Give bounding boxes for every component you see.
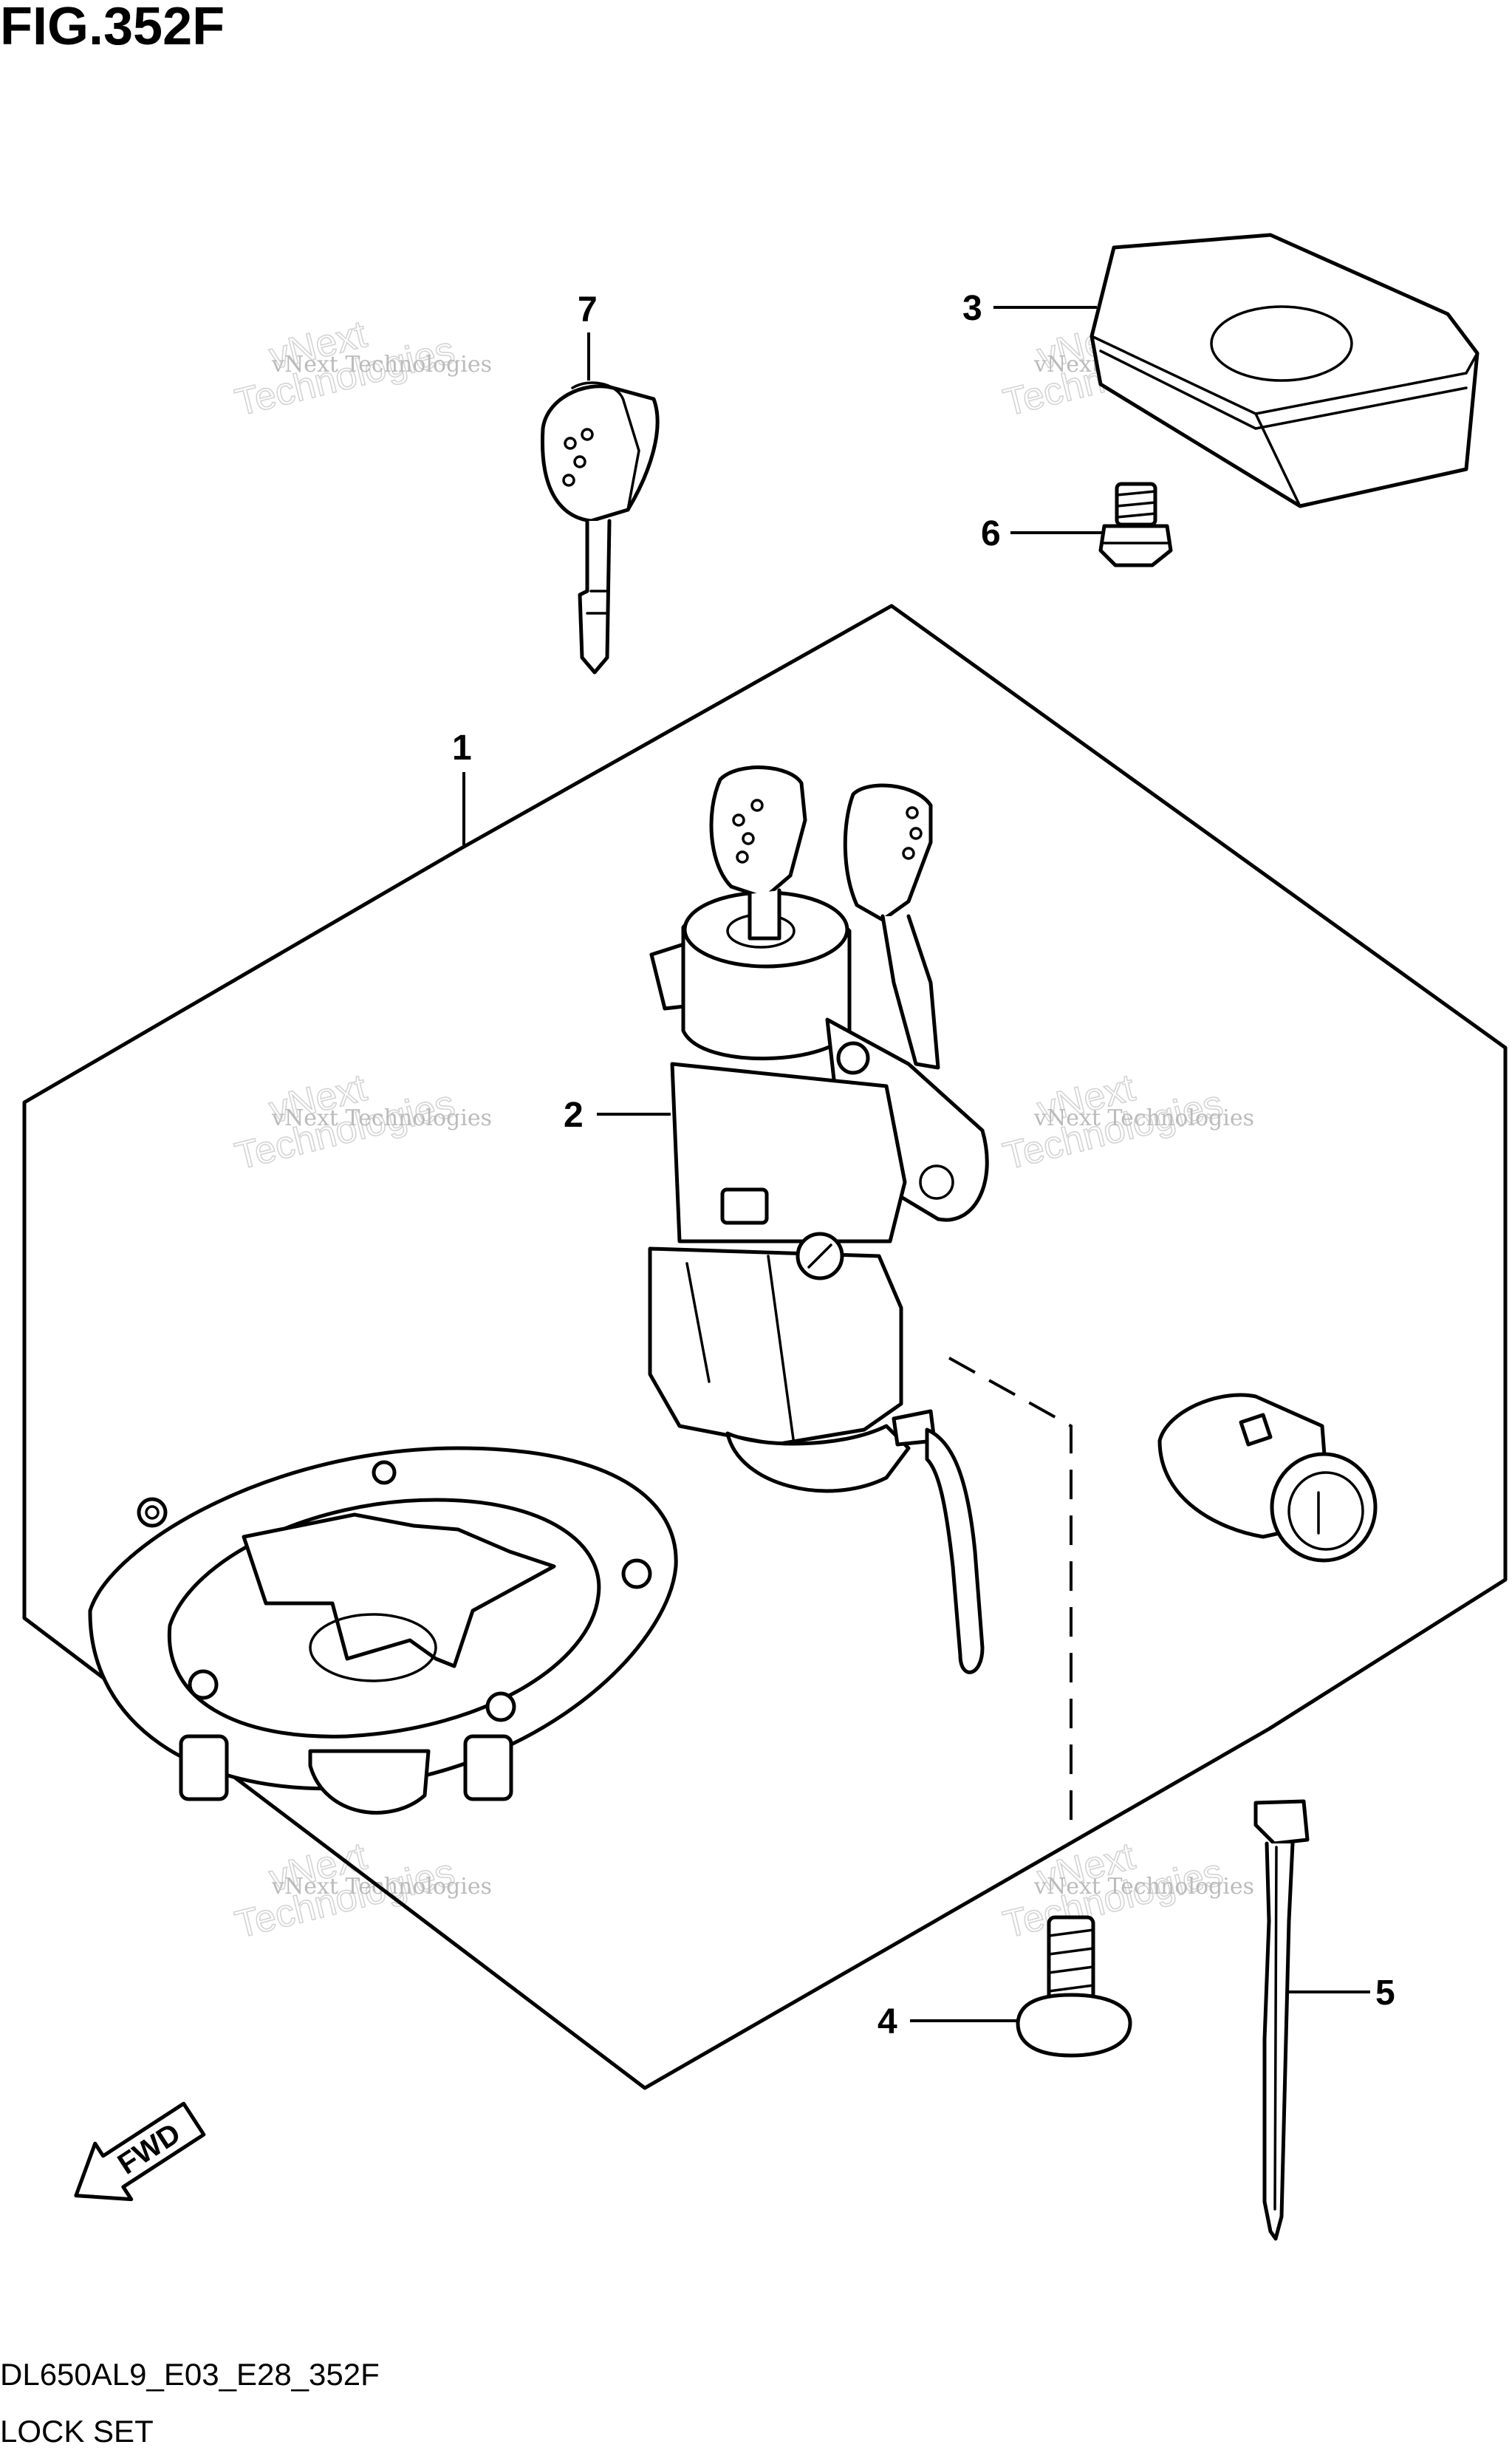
callout-number-7: 7 <box>578 290 598 330</box>
cable-tie-part-5 <box>1253 1799 1310 2241</box>
cover-part-3 <box>1089 233 1479 508</box>
drawing-code: DL650AL9_E03_E28_352F <box>0 2357 380 2392</box>
callout-2: 2 <box>564 1096 671 1135</box>
callout-6: 6 <box>981 514 1102 553</box>
ignition-switch-part-2 <box>648 765 989 1674</box>
callout-5: 5 <box>1287 1973 1395 2013</box>
callout-4: 4 <box>878 2002 1019 2041</box>
watermark-text: vNext Technologies <box>271 352 492 378</box>
fwd-arrow-icon: FWD <box>74 2101 206 2202</box>
spare-key-part-7 <box>540 381 660 675</box>
watermark-text: vNext Technologies <box>271 1105 492 1131</box>
watermark-text: vNext Technologies <box>1033 1105 1254 1131</box>
callout-number-2: 2 <box>564 1096 584 1135</box>
watermark-text: vNext Technologies <box>1033 1874 1254 1900</box>
callout-number-5: 5 <box>1375 1973 1395 2013</box>
dashed-connection-line <box>948 1357 1073 1825</box>
callout-number-4: 4 <box>878 2002 897 2041</box>
seat-lock-cylinder <box>1157 1393 1378 1563</box>
callout-3: 3 <box>962 289 1097 328</box>
callout-7: 7 <box>578 290 598 381</box>
callout-1: 1 <box>452 729 472 848</box>
figure-caption: LOCK SET <box>0 2414 154 2449</box>
screw-part-4 <box>1016 1915 1132 2058</box>
callout-number-6: 6 <box>981 514 1001 553</box>
callout-number-3: 3 <box>962 289 982 328</box>
figure-title: FIG.352F <box>0 0 225 56</box>
screw-part-6 <box>1098 482 1173 567</box>
callout-number-1: 1 <box>452 729 472 768</box>
fuel-cap-ring <box>88 1446 678 1815</box>
